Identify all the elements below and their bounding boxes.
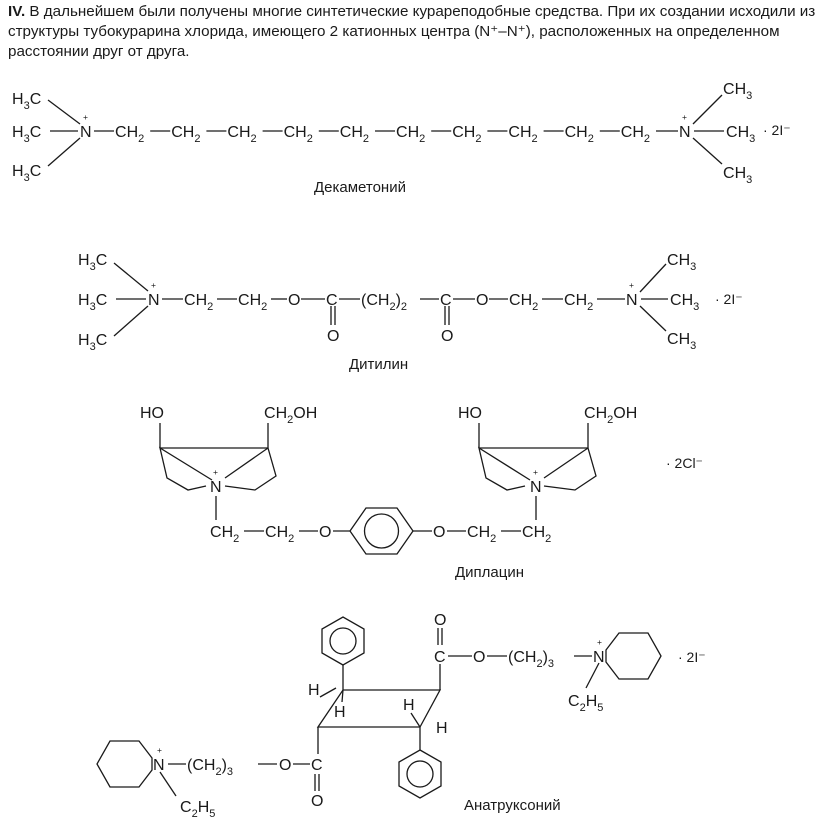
quaternary-nitrogen: N	[626, 292, 638, 309]
phenyl-ring	[321, 616, 365, 666]
diplacin-structure: HO CH2OH N + CH2 CH2 O O CH2 CH2 HO CH2O…	[140, 405, 703, 581]
methyl-group: CH3	[723, 81, 752, 102]
ester-oxygen: O	[476, 292, 488, 309]
ester-oxygen: O	[473, 649, 485, 666]
methylene-group: CH2	[238, 292, 267, 313]
methylene-group: CH2	[565, 124, 594, 145]
dithylin-structure: H3C H3C H3C N + CH2 CH2 O C O (CH2)2 C O…	[78, 252, 743, 373]
methylene-group: CH2	[115, 124, 144, 145]
phenyl-ring	[398, 749, 442, 799]
aromatic-circle	[363, 513, 400, 549]
quaternary-nitrogen: N	[80, 124, 92, 141]
ether-oxygen: O	[433, 524, 445, 541]
quaternary-nitrogen: N	[679, 124, 691, 141]
counter-ion: · 2Cl⁻	[666, 455, 703, 471]
methyl-group: H3C	[12, 163, 41, 184]
carbonyl-carbon: C	[311, 757, 323, 774]
counter-ion: · 2I⁻	[763, 122, 791, 138]
ester-oxygen: O	[288, 292, 300, 309]
piperidine-ring	[96, 740, 153, 788]
compound-name-anatruxonium: Анатруксоний	[464, 797, 561, 814]
methylene-group: CH2	[509, 292, 538, 313]
methylene-group: CH2	[171, 124, 200, 145]
carbonyl-oxygen: O	[311, 793, 323, 810]
methylene-group: CH2	[522, 524, 551, 545]
quaternary-nitrogen: N	[153, 757, 165, 774]
propylene-bridge: (CH2)3	[187, 757, 233, 778]
hydroxymethyl-group: CH2OH	[264, 405, 317, 426]
aromatic-circle	[406, 760, 434, 788]
counter-ion: · 2I⁻	[678, 649, 706, 665]
counter-ion: · 2I⁻	[715, 291, 743, 307]
quaternary-nitrogen: N	[210, 479, 222, 496]
methylene-group: CH2	[340, 124, 369, 145]
hydrogen-atom: H	[334, 704, 346, 721]
aromatic-circle	[329, 627, 357, 655]
methyl-group: CH3	[726, 124, 755, 145]
methyl-group: H3C	[12, 124, 41, 145]
carbonyl-carbon: C	[326, 292, 338, 309]
compound-name-dithylin: Дитилин	[349, 356, 408, 373]
positive-charge: +	[629, 280, 634, 290]
positive-charge: +	[151, 280, 156, 290]
hydrogen-atom: H	[403, 697, 415, 714]
methylene-group: CH2	[564, 292, 593, 313]
carbonyl-oxygen: O	[441, 328, 453, 345]
carbonyl-carbon: C	[440, 292, 452, 309]
benzene-ring	[349, 507, 414, 555]
methylene-group: CH2	[227, 124, 256, 145]
methyl-group: H3C	[78, 292, 107, 313]
methylene-group: CH2	[508, 124, 537, 145]
methyl-group: CH3	[670, 292, 699, 313]
compound-name-diplacin: Диплацин	[455, 564, 524, 581]
methyl-group: CH3	[667, 252, 696, 273]
ester-oxygen: O	[279, 757, 291, 774]
section-label: IV.	[8, 3, 26, 20]
ethyl-group: C2H5	[180, 799, 215, 820]
carbonyl-oxygen: O	[327, 328, 339, 345]
positive-charge: +	[597, 637, 602, 647]
carbonyl-oxygen: O	[434, 612, 446, 629]
succinyl-bridge: (CH2)2	[361, 292, 407, 313]
methylene-group: CH2	[452, 124, 481, 145]
methyl-group: H3C	[78, 252, 107, 273]
methylene-group: CH2	[396, 124, 425, 145]
ether-oxygen: O	[319, 524, 331, 541]
methyl-group: CH3	[723, 165, 752, 186]
compound-name-decamethonium: Декаметоний	[314, 179, 406, 196]
piperidine-ring	[605, 632, 662, 680]
hydrogen-atom: H	[308, 682, 320, 699]
methyl-group: H3C	[12, 91, 41, 112]
hydrogen-atom: H	[436, 720, 448, 737]
methylene-group: CH2	[467, 524, 496, 545]
positive-charge: +	[83, 112, 88, 122]
methylene-group: CH2	[284, 124, 313, 145]
methylene-group: CH2	[210, 524, 239, 545]
positive-charge: +	[682, 112, 687, 122]
intro-text: В дальнейшем были получены многие синтет…	[8, 3, 816, 60]
propylene-bridge: (CH2)3	[508, 649, 554, 670]
intro-paragraph: IV. В дальнейшем были получены многие си…	[8, 2, 816, 62]
hydroxyl-group: HO	[458, 405, 482, 422]
positive-charge: +	[533, 467, 538, 477]
positive-charge: +	[157, 745, 162, 755]
carbonyl-carbon: C	[434, 649, 446, 666]
anatruxonium-structure: H H H H C O O (CH2)3 N + C2H5 · 2I⁻ C O …	[96, 612, 706, 820]
hydroxymethyl-group: CH2OH	[584, 405, 637, 426]
methyl-group: CH3	[667, 331, 696, 352]
positive-charge: +	[213, 467, 218, 477]
quaternary-nitrogen: N	[530, 479, 542, 496]
ethyl-group: C2H5	[568, 693, 603, 714]
methylene-group: CH2	[621, 124, 650, 145]
quaternary-nitrogen: N	[148, 292, 160, 309]
methylene-group: CH2	[184, 292, 213, 313]
methyl-group: H3C	[78, 332, 107, 353]
hydroxyl-group: HO	[140, 405, 164, 422]
quaternary-nitrogen: N	[593, 649, 605, 666]
methylene-chain: CH2 CH2 CH2 CH2 CH2 CH2 CH2 CH2 CH2 CH2	[94, 124, 678, 145]
methylene-group: CH2	[265, 524, 294, 545]
